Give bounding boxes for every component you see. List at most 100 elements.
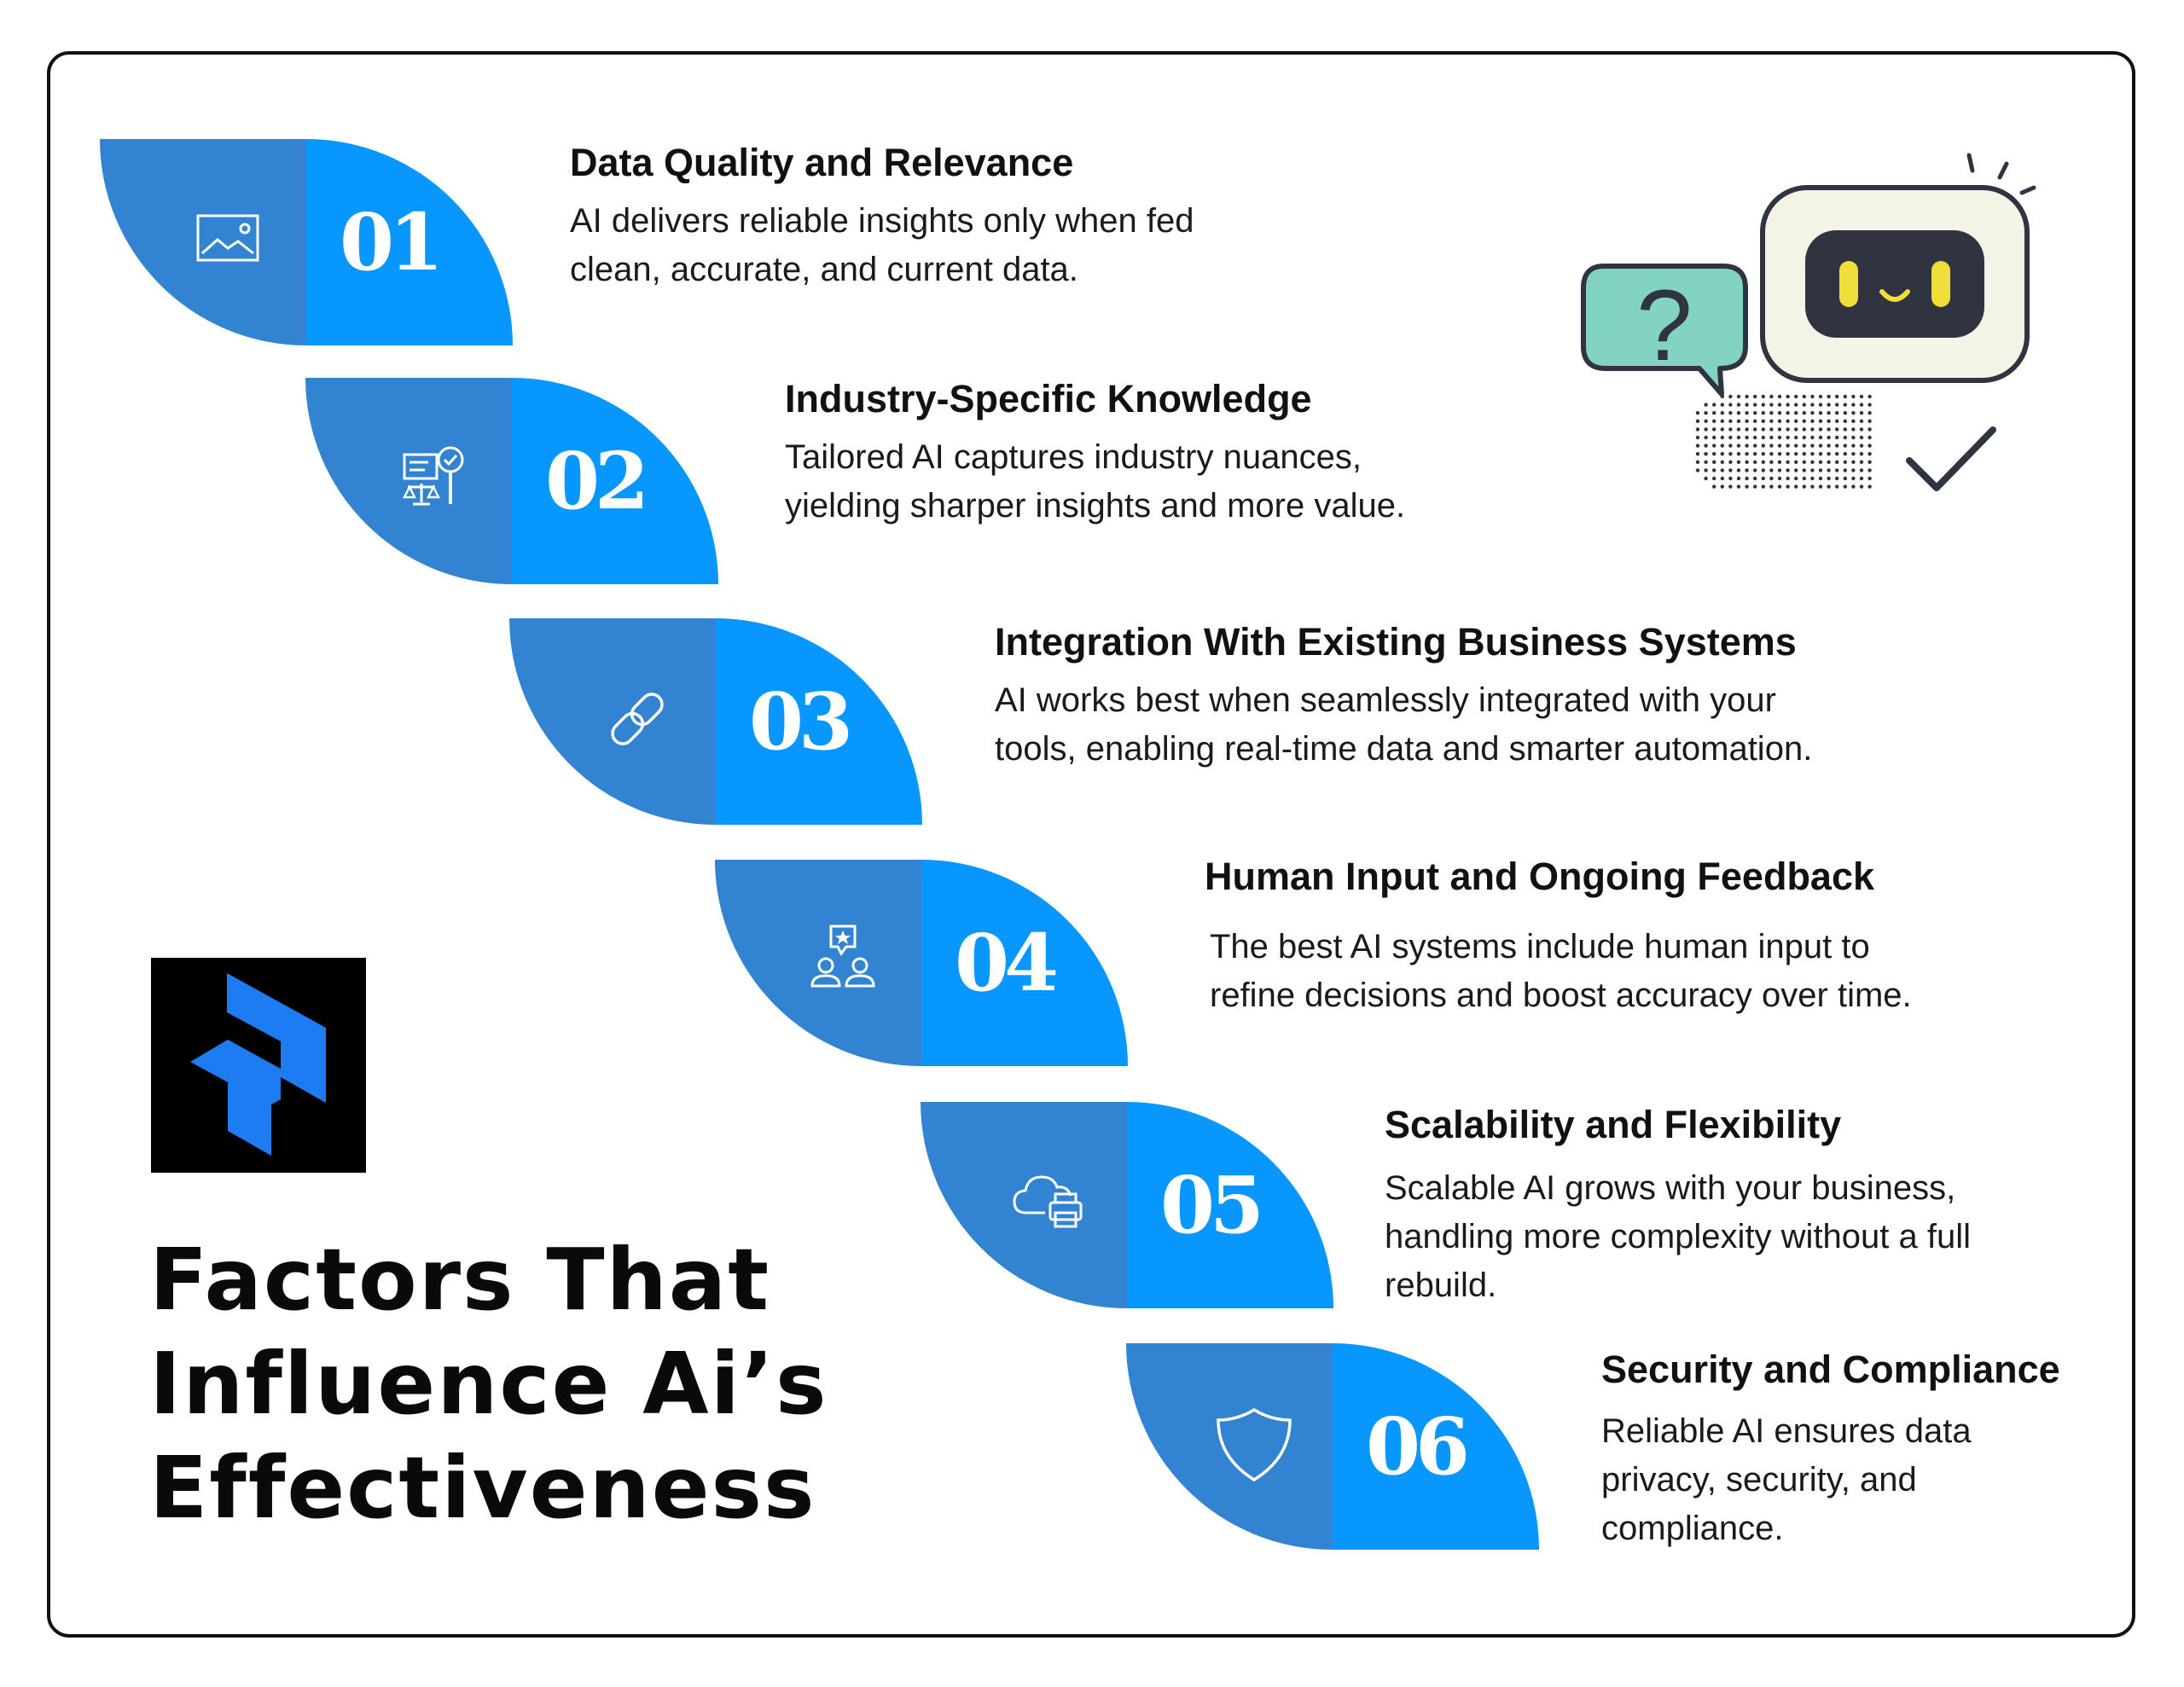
halftone-dot	[1859, 427, 1864, 432]
step-03-number: 03	[748, 675, 853, 768]
halftone-dot	[1843, 403, 1847, 407]
halftone-dot	[1867, 452, 1872, 456]
halftone-dot	[1753, 484, 1757, 489]
halftone-dot	[1720, 403, 1724, 407]
halftone-dot	[1859, 484, 1864, 489]
halftone-dot	[1786, 435, 1790, 440]
halftone-dot	[1728, 468, 1733, 472]
halftone-dot	[1867, 435, 1872, 440]
title-line-1: Factors That	[149, 1230, 771, 1330]
halftone-dot	[1745, 476, 1749, 481]
halftone-dot	[1769, 394, 1774, 399]
halftone-dot	[1704, 427, 1708, 432]
halftone-dot	[1851, 484, 1856, 489]
halftone-dot	[1794, 460, 1798, 464]
halftone-dot	[1794, 452, 1798, 456]
halftone-dot	[1867, 427, 1872, 432]
halftone-dot	[1810, 443, 1815, 448]
step-01-number: 01	[339, 196, 444, 288]
step-04-desc-line1: The best AI systems include human input …	[1210, 928, 1870, 965]
halftone-dot	[1843, 411, 1847, 415]
halftone-dot	[1786, 476, 1790, 481]
halftone-dot	[1704, 435, 1708, 440]
halftone-dot	[1843, 443, 1847, 448]
step-03: 03	[509, 618, 922, 825]
halftone-dot	[1777, 411, 1782, 415]
halftone-dot	[1736, 443, 1741, 448]
halftone-dot	[1728, 403, 1733, 407]
halftone-dot	[1704, 419, 1708, 423]
halftone-dot	[1859, 460, 1864, 464]
halftone-dot	[1728, 419, 1733, 423]
robot-icon	[1760, 153, 2036, 383]
step-03-text: Integration With Existing Business Syste…	[995, 620, 1812, 774]
halftone-dot	[1810, 411, 1815, 415]
halftone-dot	[1851, 403, 1856, 407]
step-04-text: Human Input and Ongoing Feedback The bes…	[1205, 855, 1912, 1020]
halftone-dot	[1835, 435, 1839, 440]
halftone-dot	[1745, 460, 1749, 464]
halftone-dot	[1745, 443, 1749, 448]
halftone-dot	[1769, 419, 1774, 423]
halftone-dot	[1712, 460, 1716, 464]
halftone-dot	[1728, 411, 1733, 415]
halftone-dot	[1728, 484, 1733, 489]
halftone-dot	[1720, 484, 1724, 489]
halftone-dot	[1818, 468, 1823, 472]
halftone-dot	[1851, 476, 1856, 481]
halftone-dot	[1851, 411, 1856, 415]
halftone-dot	[1777, 435, 1782, 440]
halftone-dot	[1859, 435, 1864, 440]
step-01-desc-line1: AI delivers reliable insights only when …	[570, 202, 1194, 240]
halftone-dot	[1867, 394, 1872, 399]
step-03-desc-line2: tools, enabling real-time data and smart…	[995, 730, 1813, 768]
link-icon	[611, 693, 664, 745]
halftone-dot	[1867, 468, 1872, 472]
halftone-dot	[1777, 484, 1782, 489]
step-04-number: 04	[954, 917, 1059, 1009]
halftone-dot	[1745, 435, 1749, 440]
halftone-dot	[1835, 411, 1839, 415]
halftone-dot	[1712, 403, 1716, 407]
halftone-dot	[1736, 403, 1741, 407]
step-05-text: Scalability and Flexibility Scalable AI …	[1385, 1103, 1971, 1310]
halftone-dot	[1761, 460, 1765, 464]
halftone-dot	[1835, 484, 1839, 489]
halftone-dot	[1859, 411, 1864, 415]
halftone-dot	[1827, 427, 1831, 432]
halftone-dot	[1851, 394, 1856, 399]
halftone-dot	[1859, 394, 1864, 399]
halftone-dot	[1810, 419, 1815, 423]
chatbot-illustration: ?	[1581, 153, 2036, 491]
step-01-leaf-shape	[100, 139, 513, 345]
step-03-desc-line1: AI works best when seamlessly integrated…	[995, 681, 1776, 719]
step-01: 01	[100, 139, 513, 345]
halftone-dot	[1859, 443, 1864, 448]
halftone-dot	[1786, 403, 1790, 407]
halftone-dot	[1818, 443, 1823, 448]
halftone-dot	[1786, 460, 1790, 464]
halftone-dot	[1753, 403, 1757, 407]
halftone-dot	[1794, 435, 1798, 440]
halftone-dot	[1736, 452, 1741, 456]
halftone-dot	[1777, 419, 1782, 423]
halftone-dot	[1843, 460, 1847, 464]
halftone-dot	[1802, 460, 1806, 464]
step-01-heading: Data Quality and Relevance	[570, 141, 1074, 184]
halftone-dot	[1786, 452, 1790, 456]
halftone-dot	[1736, 411, 1741, 415]
halftone-dot	[1728, 443, 1733, 448]
halftone-dot	[1712, 411, 1716, 415]
step-06-text: Security and Compliance Reliable AI ensu…	[1601, 1348, 2060, 1553]
halftone-dot	[1867, 484, 1872, 489]
halftone-dot	[1867, 443, 1872, 448]
halftone-dot	[1769, 427, 1774, 432]
halftone-dot	[1843, 427, 1847, 432]
halftone-dot	[1827, 452, 1831, 456]
halftone-dot	[1843, 435, 1847, 440]
halftone-dot	[1786, 419, 1790, 423]
halftone-dot	[1712, 419, 1716, 423]
halftone-dot	[1745, 411, 1749, 415]
halftone-dot	[1818, 460, 1823, 464]
halftone-dot	[1736, 435, 1741, 440]
